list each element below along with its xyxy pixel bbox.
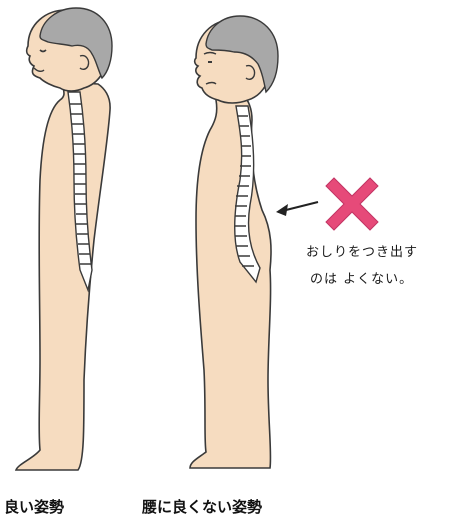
- good-posture-figure: [16, 8, 112, 470]
- annotation-line-2: のは よくない。: [310, 268, 413, 287]
- good-posture-caption: 良い姿勢: [4, 496, 64, 517]
- bad-posture-figure: [190, 16, 278, 468]
- x-mark-icon: [326, 178, 378, 230]
- arrow-left-icon: [276, 202, 318, 216]
- bad-figure-body: [190, 96, 271, 468]
- annotation-line-1: おしりをつき出す: [306, 241, 418, 260]
- bad-posture-caption: 腰に良くない姿勢: [142, 496, 262, 517]
- good-figure-body: [16, 82, 110, 470]
